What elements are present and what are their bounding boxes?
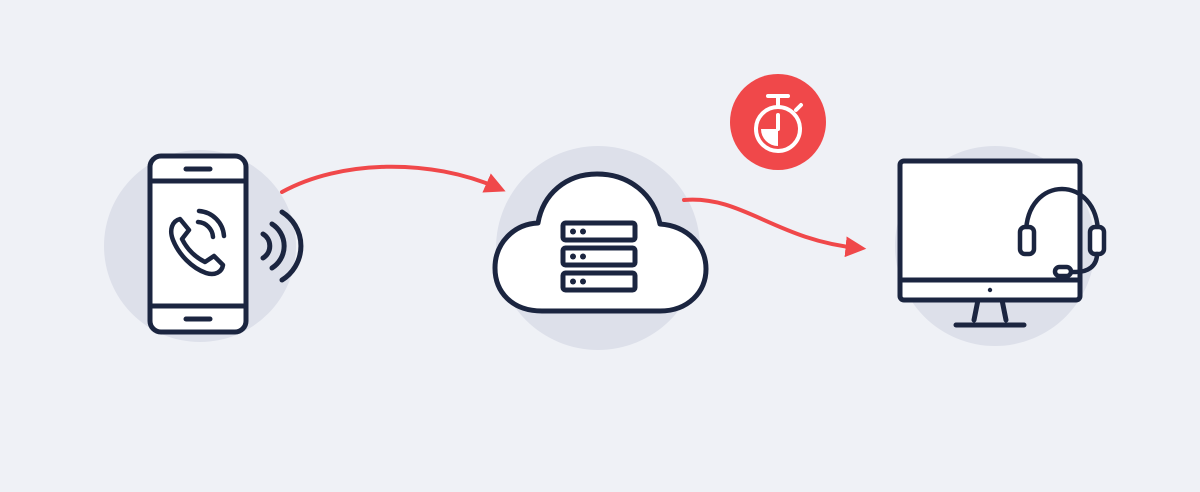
monitor-stand	[971, 297, 1009, 323]
server-leds	[570, 228, 586, 285]
signal-waves-icon	[260, 209, 304, 283]
edge-caller-to-cloud	[280, 164, 506, 194]
stopwatch-badge	[730, 74, 826, 170]
smartphone-call-icon	[147, 153, 304, 335]
stopwatch-icon	[754, 94, 803, 153]
handset-icon	[169, 208, 227, 277]
cloud-server-icon	[492, 171, 709, 314]
headset-icon	[1017, 186, 1107, 279]
monitor-headset-icon	[897, 158, 1107, 328]
monitor-screen	[897, 158, 1083, 303]
edge-cloud-to-agent	[682, 197, 867, 258]
server-stack-icon	[560, 220, 638, 293]
